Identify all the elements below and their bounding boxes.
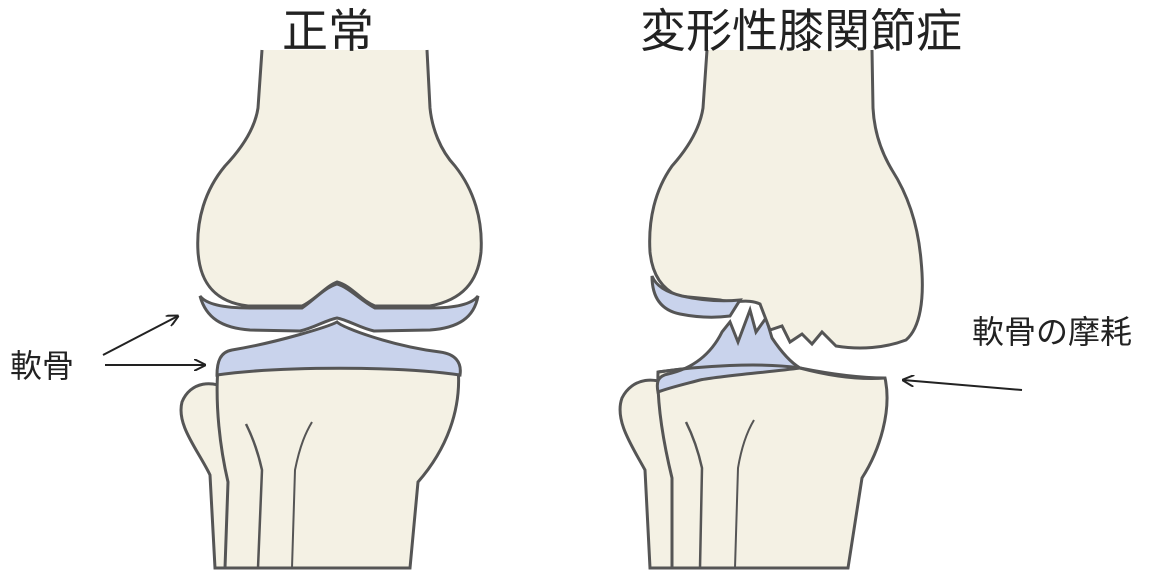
normal-title: 正常 (282, 8, 374, 54)
oa-title: 変形性膝関節症 (640, 8, 962, 54)
normal-tibia (217, 367, 458, 568)
normal-femur (198, 50, 482, 306)
oa-knee (620, 50, 922, 568)
arrow-to-cartilage-wear (903, 380, 1022, 390)
arrow-to-femoral-cartilage (103, 316, 178, 355)
cartilage-wear-label: 軟骨の摩耗 (972, 316, 1132, 348)
oa-tibia (658, 365, 887, 568)
normal-knee (181, 50, 481, 568)
cartilage-label: 軟骨 (10, 350, 74, 382)
